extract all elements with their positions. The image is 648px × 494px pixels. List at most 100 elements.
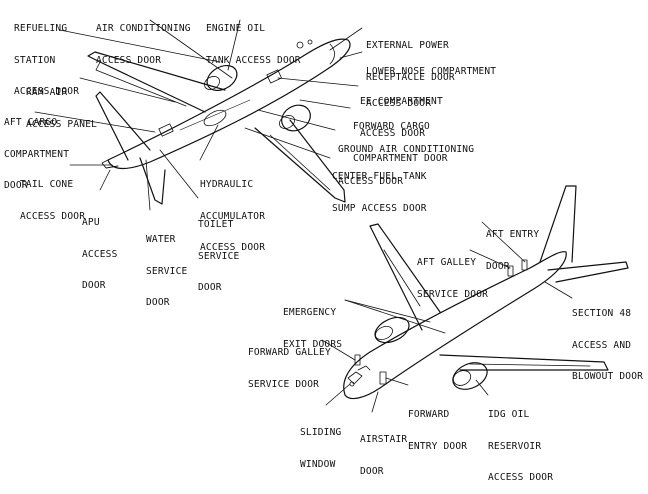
ground-air-line-1: GROUND AIR CONDITIONING (338, 144, 475, 155)
apu-line-3: DOOR (82, 280, 106, 291)
toilet-line-1: TOILET (198, 219, 234, 230)
hydraulic-line-3: ACCESS DOOR (200, 242, 266, 253)
water-label: WATER SERVICE DOOR (146, 214, 187, 319)
ram-air-line-2: ACCESS PANEL (26, 118, 98, 130)
aft-galley-line-2: SERVICE DOOR (417, 288, 489, 300)
ram-air-line-1: RAM AIR (26, 87, 68, 98)
hydraulic-label: HYDRAULIC ACCUMULATOR ACCESS DOOR (200, 159, 265, 264)
aft-cargo-line-2: COMPARTMENT (4, 148, 70, 160)
water-line-1: WATER (146, 234, 176, 245)
lower-nose-line-1: LOWER NOSE COMPARTMENT (366, 66, 497, 77)
ground-air-line-2: ACCESS DOOR (338, 175, 404, 187)
fwd-galley-line-2: SERVICE DOOR (248, 378, 320, 390)
bottom-fwd-entry-door (379, 371, 387, 385)
refueling-station-label: REFUELING STATION ACCESS DOOR (14, 3, 79, 108)
idg-oil-label: IDG OIL RESERVOIR ACCESS DOOR (488, 389, 553, 494)
section48-line-1: SECTION 48 (572, 308, 632, 319)
forward-cargo-line-2: COMPARTMENT DOOR (353, 152, 448, 164)
fwd-galley-line-1: FORWARD GALLEY (248, 347, 331, 358)
refueling-line-3: ACCESS DOOR (14, 86, 80, 97)
bottom-vertical-tail (539, 185, 577, 263)
center-fuel-line-1: CENTER FUEL TANK (332, 171, 427, 182)
airstair-line-2: DOOR (360, 465, 384, 477)
airstair-door-label: AIRSTAIR DOOR (360, 414, 407, 488)
center-fuel-label: CENTER FUEL TANK SUMP ACCESS DOOR (332, 151, 427, 225)
top-hstab (95, 91, 151, 161)
air-conditioning-line-1: AIR CONDITIONING (96, 23, 191, 34)
ee-compartment-line-1: EE COMPARTMENT (360, 96, 443, 107)
sliding-line-1: SLIDING (300, 427, 342, 438)
sliding-window-label: SLIDING WINDOW (300, 407, 341, 481)
bottom-left-wing (369, 223, 441, 331)
apu-line-2: ACCESS (82, 248, 118, 260)
top-engine-left (206, 64, 238, 92)
bottom-aft-galley-door (507, 265, 514, 277)
top-right-wing (254, 119, 346, 203)
external-power-label: EXTERNAL POWER RECEPTACLE DOOR (366, 20, 455, 94)
aircraft-access-doors-diagram (34, 19, 629, 413)
aft-cargo-line-1: AFT CARGO (4, 117, 58, 128)
engine-oil-line-2: TANK ACCESS DOOR (206, 54, 301, 66)
apu-label: APU ACCESS DOOR (82, 197, 118, 302)
top-fuselage (107, 38, 351, 170)
ram-air-label: RAM AIR ACCESS PANEL (26, 67, 97, 141)
external-power-line-2: RECEPTACLE DOOR (366, 71, 455, 83)
lower-nose-line-2: ACCESS DOOR (366, 97, 432, 109)
section48-line-2: ACCESS AND (572, 339, 632, 351)
toilet-label: TOILET SERVICE DOOR (198, 199, 239, 304)
external-power-line-1: EXTERNAL POWER (366, 40, 449, 51)
bottom-engine-left (374, 316, 410, 344)
idg-line-3: ACCESS DOOR (488, 472, 554, 483)
ee-compartment-line-2: ACCESS DOOR (360, 127, 426, 139)
forward-entry-label: FORWARD ENTRY DOOR (408, 389, 467, 463)
idg-line-2: RESERVOIR (488, 440, 542, 452)
leader-lines (34, 19, 573, 413)
top-engine-right (281, 104, 311, 132)
sliding-line-2: WINDOW (300, 458, 336, 470)
hydraulic-line-1: HYDRAULIC (200, 179, 254, 190)
aft-cargo-label: AFT CARGO COMPARTMENT DOOR (4, 97, 69, 202)
fwd-entry-line-1: FORWARD (408, 409, 450, 420)
forward-cargo-line-1: FORWARD CARGO (353, 121, 430, 132)
bottom-engine-right (452, 362, 488, 390)
emergency-line-2: EXIT DOORS (283, 338, 343, 350)
bottom-fuselage (343, 251, 567, 400)
toilet-line-3: DOOR (198, 282, 222, 293)
idg-line-1: IDG OIL (488, 409, 530, 420)
ground-air-label: GROUND AIR CONDITIONING ACCESS DOOR (338, 124, 474, 198)
tail-cone-line-1: TAIL CONE (20, 179, 74, 190)
airstair-line-1: AIRSTAIR (360, 434, 408, 445)
apu-line-1: APU (82, 217, 100, 228)
tail-cone-line-2: ACCESS DOOR (20, 210, 86, 222)
aft-galley-line-1: AFT GALLEY (417, 257, 477, 268)
tail-cone-label: TAIL CONE ACCESS DOOR (20, 159, 85, 233)
refueling-line-2: STATION (14, 54, 56, 66)
engine-oil-label: ENGINE OIL TANK ACCESS DOOR (206, 3, 301, 77)
section48-label: SECTION 48 ACCESS AND BLOWOUT DOOR (572, 288, 643, 393)
center-fuel-line-2: SUMP ACCESS DOOR (332, 202, 427, 214)
aft-cargo-line-3: DOOR (4, 180, 28, 191)
aft-entry-line-1: AFT ENTRY (486, 229, 540, 240)
water-line-2: SERVICE (146, 265, 188, 277)
ee-compartment-label: EE COMPARTMENT ACCESS DOOR (360, 76, 443, 150)
hydraulic-line-2: ACCUMULATOR (200, 210, 266, 222)
emergency-line-1: EMERGENCY (283, 307, 337, 318)
air-conditioning-label: AIR CONDITIONING ACCESS DOOR (96, 3, 191, 77)
air-conditioning-line-2: ACCESS DOOR (96, 54, 162, 66)
bottom-hstab (547, 261, 629, 283)
top-fwd-cargo-panel (266, 69, 282, 84)
aft-entry-line-2: DOOR (486, 260, 510, 272)
top-aft-cargo-panel (158, 123, 174, 137)
top-left-wing (87, 51, 226, 113)
aft-galley-label: AFT GALLEY SERVICE DOOR (417, 237, 488, 311)
engine-oil-line-1: ENGINE OIL (206, 23, 266, 34)
bottom-right-wing (439, 354, 609, 371)
refueling-line-1: REFUELING (14, 23, 68, 34)
forward-cargo-label: FORWARD CARGO COMPARTMENT DOOR (353, 101, 448, 175)
fwd-entry-line-2: ENTRY DOOR (408, 440, 468, 452)
lower-nose-label: LOWER NOSE COMPARTMENT ACCESS DOOR (366, 46, 496, 120)
section48-line-3: BLOWOUT DOOR (572, 371, 644, 382)
bottom-aft-entry-door (521, 259, 528, 271)
forward-galley-label: FORWARD GALLEY SERVICE DOOR (248, 327, 331, 401)
emergency-exit-label: EMERGENCY EXIT DOORS (283, 287, 342, 361)
